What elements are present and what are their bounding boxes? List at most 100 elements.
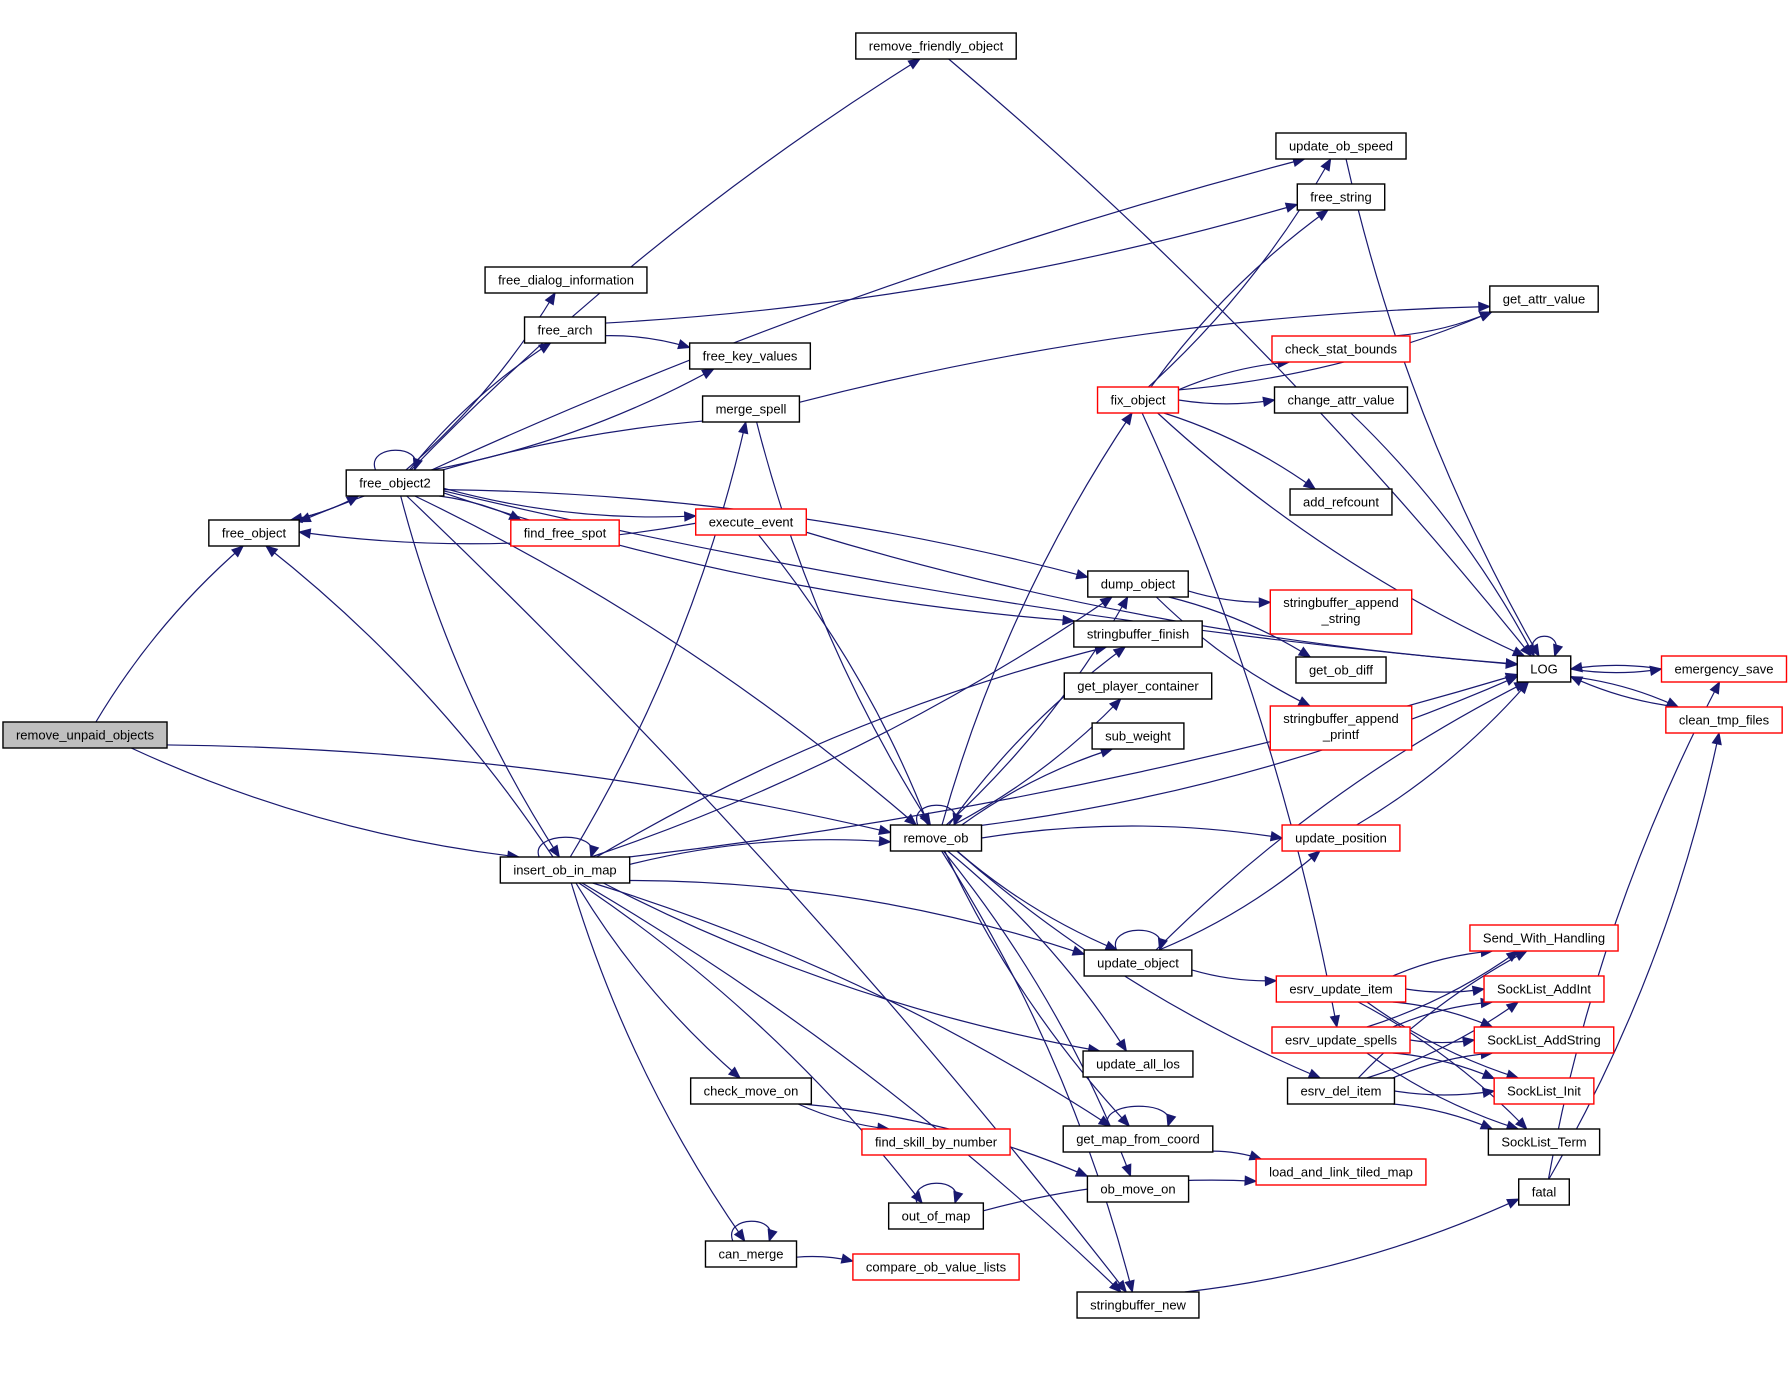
node-can_merge[interactable]: can_merge — [704, 1240, 798, 1268]
node-box[interactable] — [208, 519, 300, 547]
node-box[interactable] — [1076, 1291, 1200, 1319]
node-box[interactable] — [1483, 975, 1605, 1003]
node-get_player_container[interactable]: get_player_container — [1063, 672, 1213, 700]
node-update_all_los[interactable]: update_all_los — [1082, 1050, 1194, 1078]
node-box[interactable] — [704, 1240, 798, 1268]
node-box[interactable] — [1473, 1026, 1615, 1054]
node-box[interactable] — [695, 508, 807, 536]
node-free_object[interactable]: free_object — [208, 519, 300, 547]
node-box[interactable] — [1271, 1026, 1411, 1054]
node-box[interactable] — [1275, 132, 1407, 160]
node-load_and_link_tiled_map[interactable]: load_and_link_tiled_map — [1255, 1158, 1427, 1186]
node-get_attr_value[interactable]: get_attr_value — [1489, 285, 1599, 313]
node-execute_event[interactable]: execute_event — [695, 508, 807, 536]
node-box[interactable] — [1493, 1077, 1595, 1105]
node-SockList_Term[interactable]: SockList_Term — [1487, 1128, 1601, 1156]
node-box[interactable] — [689, 1077, 813, 1105]
node-box[interactable] — [1518, 1178, 1570, 1206]
node-LOG[interactable]: LOG — [1516, 655, 1572, 683]
node-box[interactable] — [1086, 1175, 1190, 1203]
node-SockList_AddInt[interactable]: SockList_AddInt — [1483, 975, 1605, 1003]
node-box[interactable] — [1082, 1050, 1194, 1078]
node-box[interactable] — [855, 32, 1017, 60]
node-box[interactable] — [2, 721, 168, 749]
node-box[interactable] — [701, 395, 801, 423]
node-box[interactable] — [1469, 924, 1619, 952]
node-check_move_on[interactable]: check_move_on — [689, 1077, 813, 1105]
node-box[interactable] — [1271, 335, 1411, 363]
node-box[interactable] — [1255, 1158, 1427, 1186]
node-box[interactable] — [1091, 722, 1185, 750]
node-compare_ob_value_lists[interactable]: compare_ob_value_lists — [852, 1253, 1020, 1281]
node-box[interactable] — [345, 469, 445, 497]
node-box[interactable] — [510, 519, 620, 547]
node-box[interactable] — [861, 1128, 1011, 1156]
node-box[interactable] — [1096, 386, 1180, 414]
node-update_ob_speed[interactable]: update_ob_speed — [1275, 132, 1407, 160]
node-box[interactable] — [1516, 655, 1572, 683]
node-update_position[interactable]: update_position — [1281, 824, 1401, 852]
node-box[interactable] — [1063, 672, 1213, 700]
node-box[interactable] — [688, 342, 812, 370]
node-free_object2[interactable]: free_object2 — [345, 469, 445, 497]
node-find_free_spot[interactable]: find_free_spot — [510, 519, 620, 547]
node-get_ob_diff[interactable]: get_ob_diff — [1295, 656, 1387, 684]
node-box[interactable] — [852, 1253, 1020, 1281]
node-box[interactable] — [1289, 488, 1393, 516]
node-remove_friendly_object[interactable]: remove_friendly_object — [855, 32, 1017, 60]
node-box[interactable] — [1665, 706, 1783, 734]
node-free_string[interactable]: free_string — [1296, 183, 1386, 211]
node-stringbuffer_append_string[interactable]: stringbuffer_append_string — [1269, 589, 1413, 635]
node-fatal[interactable]: fatal — [1518, 1178, 1570, 1206]
node-free_arch[interactable]: free_arch — [523, 316, 607, 344]
node-remove_ob[interactable]: remove_ob — [889, 824, 983, 852]
node-box[interactable] — [523, 316, 607, 344]
node-stringbuffer_new[interactable]: stringbuffer_new — [1076, 1291, 1200, 1319]
node-box[interactable] — [484, 266, 648, 294]
node-box[interactable] — [1295, 656, 1387, 684]
node-box[interactable] — [1286, 1077, 1396, 1105]
node-box[interactable] — [499, 856, 631, 884]
node-box[interactable] — [1275, 975, 1407, 1003]
node-esrv_update_item[interactable]: esrv_update_item — [1275, 975, 1407, 1003]
node-add_refcount[interactable]: add_refcount — [1289, 488, 1393, 516]
node-esrv_update_spells[interactable]: esrv_update_spells — [1271, 1026, 1411, 1054]
node-box[interactable] — [1062, 1125, 1214, 1153]
node-merge_spell[interactable]: merge_spell — [701, 395, 801, 423]
node-clean_tmp_files[interactable]: clean_tmp_files — [1665, 706, 1783, 734]
node-dump_object[interactable]: dump_object — [1087, 570, 1189, 598]
node-SockList_Init[interactable]: SockList_Init — [1493, 1077, 1595, 1105]
node-ob_move_on[interactable]: ob_move_on — [1086, 1175, 1190, 1203]
node-remove_unpaid_objects[interactable]: remove_unpaid_objects — [2, 721, 168, 749]
node-find_skill_by_number[interactable]: find_skill_by_number — [861, 1128, 1011, 1156]
node-sub_weight[interactable]: sub_weight — [1091, 722, 1185, 750]
node-box[interactable] — [1296, 183, 1386, 211]
node-check_stat_bounds[interactable]: check_stat_bounds — [1271, 335, 1411, 363]
node-change_attr_value[interactable]: change_attr_value — [1273, 386, 1409, 414]
node-box[interactable] — [887, 1202, 985, 1230]
node-box[interactable] — [1073, 620, 1203, 648]
node-box[interactable] — [1281, 824, 1401, 852]
node-Send_With_Handling[interactable]: Send_With_Handling — [1469, 924, 1619, 952]
node-box[interactable] — [1660, 655, 1788, 683]
node-box[interactable] — [1487, 1128, 1601, 1156]
node-fix_object[interactable]: fix_object — [1096, 386, 1180, 414]
node-box[interactable] — [1269, 589, 1413, 635]
node-free_key_values[interactable]: free_key_values — [688, 342, 812, 370]
node-stringbuffer_append_printf[interactable]: stringbuffer_append_printf — [1269, 705, 1413, 751]
node-esrv_del_item[interactable]: esrv_del_item — [1286, 1077, 1396, 1105]
node-box[interactable] — [889, 824, 983, 852]
node-out_of_map[interactable]: out_of_map — [887, 1202, 985, 1230]
node-box[interactable] — [1489, 285, 1599, 313]
node-box[interactable] — [1273, 386, 1409, 414]
node-insert_ob_in_map[interactable]: insert_ob_in_map — [499, 856, 631, 884]
node-box[interactable] — [1083, 949, 1193, 977]
node-emergency_save[interactable]: emergency_save — [1660, 655, 1788, 683]
node-get_map_from_coord[interactable]: get_map_from_coord — [1062, 1125, 1214, 1153]
node-SockList_AddString[interactable]: SockList_AddString — [1473, 1026, 1615, 1054]
node-stringbuffer_finish[interactable]: stringbuffer_finish — [1073, 620, 1203, 648]
node-box[interactable] — [1269, 705, 1413, 751]
node-box[interactable] — [1087, 570, 1189, 598]
node-free_dialog_information[interactable]: free_dialog_information — [484, 266, 648, 294]
node-update_object[interactable]: update_object — [1083, 949, 1193, 977]
